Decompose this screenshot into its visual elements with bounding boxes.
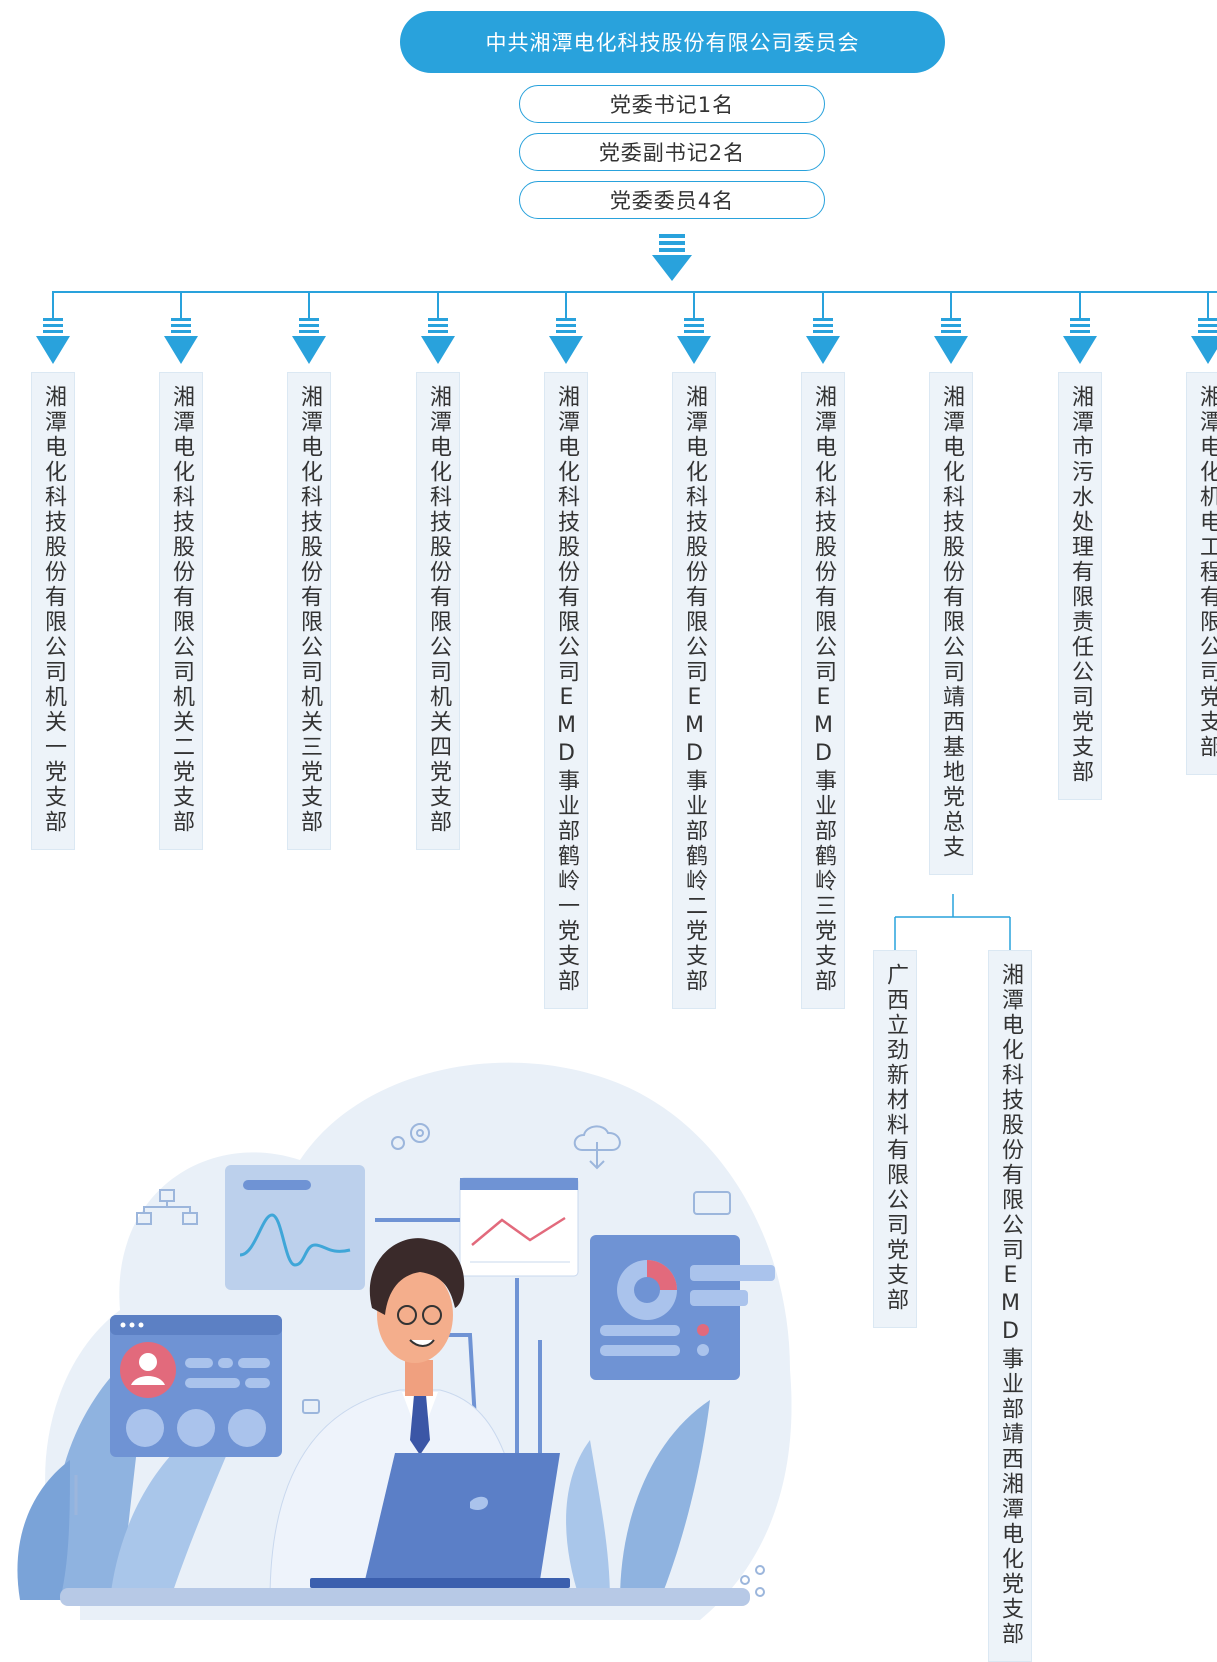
branch-label: 湘潭电化科技股份有限公司机关三党支部 (297, 385, 322, 835)
role-secretary: 党委书记1名 (519, 85, 825, 123)
branch-box: 湘潭电化科技股份有限公司EMD事业部鹤岭二党支部 (672, 372, 716, 1009)
branch-arrow-icon (164, 292, 198, 364)
sub-branch-label: 广西立劲新材料有限公司党支部 (883, 963, 908, 1313)
branch-label: 湘潭电化科技股份有限公司机关二党支部 (169, 385, 194, 835)
sub-branch-box: 广西立劲新材料有限公司党支部 (873, 950, 917, 1328)
branch-box: 湘潭电化机电工程有限公司党支部 (1186, 372, 1217, 775)
branch-arrow-icon (1191, 292, 1217, 364)
branch-box: 湘潭电化科技股份有限公司机关一党支部 (31, 372, 75, 850)
branch-label: 湘潭电化机电工程有限公司党支部 (1196, 385, 1217, 760)
branch-label: 湘潭电化科技股份有限公司EMD事业部鹤岭三党支部 (811, 385, 836, 994)
branch-label: 湘潭电化科技股份有限公司EMD事业部鹤岭一党支部 (554, 385, 579, 994)
branch-arrow-icon (677, 292, 711, 364)
branch-arrow-icon (292, 292, 326, 364)
committee-title: 中共湘潭电化科技股份有限公司委员会 (400, 11, 945, 73)
sub-branch-label: 湘潭电化科技股份有限公司EMD事业部靖西湘潭电化党支部 (998, 963, 1023, 1647)
branch-arrow-icon (36, 292, 70, 364)
branch-box: 湘潭电化科技股份有限公司机关四党支部 (416, 372, 460, 850)
branch-arrow-icon (934, 292, 968, 364)
role-deputy-secretary: 党委副书记2名 (519, 133, 825, 171)
branch-label: 湘潭电化科技股份有限公司机关四党支部 (426, 385, 451, 835)
office-illustration (17, 1062, 792, 1620)
branch-arrow-icon (806, 292, 840, 364)
branch-label: 湘潭电化科技股份有限公司EMD事业部鹤岭二党支部 (682, 385, 707, 994)
branch-arrow-icon (1063, 292, 1097, 364)
org-connectors (36, 234, 1217, 950)
branch-label: 湘潭电化科技股份有限公司机关一党支部 (41, 385, 66, 835)
branch-box: 湘潭电化科技股份有限公司EMD事业部鹤岭一党支部 (544, 372, 588, 1009)
main-arrow-icon (652, 234, 692, 281)
branch-arrow-icon (421, 292, 455, 364)
branch-box: 湘潭电化科技股份有限公司机关三党支部 (287, 372, 331, 850)
branch-box: 湘潭电化科技股份有限公司机关二党支部 (159, 372, 203, 850)
branch-label: 湘潭电化科技股份有限公司靖西基地党总支 (939, 385, 964, 860)
role-committee-members: 党委委员4名 (519, 181, 825, 219)
branch-box: 湘潭电化科技股份有限公司靖西基地党总支 (929, 372, 973, 875)
sub-branch-box: 湘潭电化科技股份有限公司EMD事业部靖西湘潭电化党支部 (988, 950, 1032, 1662)
branch-label: 湘潭市污水处理有限责任公司党支部 (1068, 385, 1093, 785)
branch-arrow-icon (549, 292, 583, 364)
branch-box: 湘潭市污水处理有限责任公司党支部 (1058, 372, 1102, 800)
sub-branch-connector (894, 894, 1011, 950)
branch-box: 湘潭电化科技股份有限公司EMD事业部鹤岭三党支部 (801, 372, 845, 1009)
